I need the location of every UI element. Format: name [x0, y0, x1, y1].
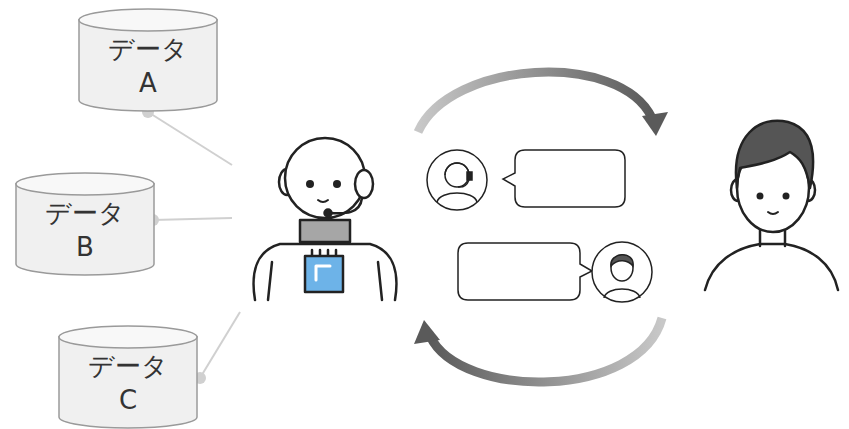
data-label: データ A [108, 8, 188, 100]
user-avatar [592, 242, 652, 302]
speech-bubble [458, 243, 592, 300]
person-figure [705, 121, 838, 290]
cycle-arrow [418, 72, 668, 136]
operator-avatar [427, 150, 487, 210]
robot-figure [254, 138, 397, 300]
cycle-arrow [414, 318, 662, 382]
data-label: データ B [45, 172, 125, 264]
database-cylinder: データ A [78, 8, 218, 112]
database-cylinder: データ B [15, 172, 155, 276]
chip-symbol [305, 250, 343, 292]
data-label: データ C [88, 325, 168, 417]
database-cylinder: データ C [58, 325, 198, 429]
speech-bubble [503, 150, 625, 207]
